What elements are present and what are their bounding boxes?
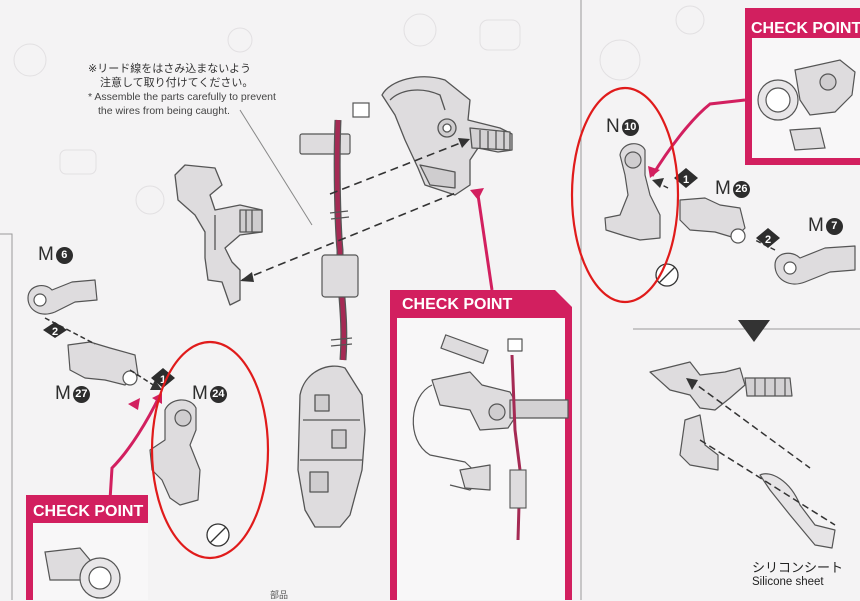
top-right-check-point-title: CHECK POINT <box>751 20 860 37</box>
part-number-badge: 10 <box>621 118 639 136</box>
arrowheads <box>240 138 470 282</box>
part-letter: M <box>192 383 208 404</box>
left-panel-parts <box>27 279 201 506</box>
step-one-marker-top: 1 <box>683 174 689 186</box>
assembly-note: ※リード線をはさみ込まないよう 注意して取り付けてください。 * Assembl… <box>88 62 276 118</box>
part-letter: M <box>715 178 731 199</box>
note-leader-line <box>239 109 313 226</box>
center-check-point-title: CHECK POINT <box>402 296 512 313</box>
right-lower-parts <box>649 361 836 549</box>
hinge-assembly-part <box>381 76 513 196</box>
part-number-badge: 7 <box>825 217 843 235</box>
silicone-sheet-jp: シリコンシート <box>752 561 844 576</box>
top-right-check-point-box: CHECK POINT <box>745 8 860 165</box>
top-right-step-arrows: 1 2 <box>652 168 780 251</box>
no-glue-icon <box>655 263 679 287</box>
part-letter: M <box>808 215 824 236</box>
part-letter: M <box>38 244 54 265</box>
background-pattern <box>13 5 705 215</box>
part-number-badge: 6 <box>55 246 73 264</box>
part-letter: M <box>55 383 71 404</box>
silicone-sheet-en: Silicone sheet <box>752 576 824 588</box>
center-check-point-box: CHECK POINT <box>390 188 572 600</box>
top-right-check-pointer <box>650 98 746 177</box>
down-arrow-icon <box>738 320 770 342</box>
part-number-badge: 27 <box>72 385 90 403</box>
note-jp-line2: 注意して取り付けてください。 <box>100 75 254 89</box>
note-en-line2: the wires from being caught. <box>98 104 230 117</box>
annotation-ellipse-left <box>150 340 270 560</box>
part-number-badge: 24 <box>209 385 227 403</box>
top-right-parts <box>604 143 856 285</box>
annotation-ellipse-top-right <box>570 86 680 304</box>
bottom-left-check-pointer <box>108 394 162 501</box>
right-lower-arrows <box>689 379 836 526</box>
no-glue-icon <box>206 523 230 547</box>
step-two-marker-top: 2 <box>765 234 771 246</box>
assembly-arrows <box>241 139 469 281</box>
footer-fragment: 部品 <box>270 590 289 600</box>
part-number-badge: 26 <box>732 180 750 198</box>
note-jp-line1: ※リード線をはさみ込まないよう <box>88 62 251 75</box>
bracket-part <box>174 164 263 306</box>
part-letter: N <box>606 116 620 137</box>
cylinder-part <box>297 365 366 528</box>
lead-wire-part <box>299 102 370 361</box>
bottom-left-check-point-box: CHECK POINT <box>26 495 148 600</box>
bottom-left-check-point-title: CHECK POINT <box>33 503 143 520</box>
step-two-marker-left: 2 <box>52 326 58 338</box>
step-one-marker-left: 1 <box>160 374 166 386</box>
silicone-sheet-label: シリコンシート Silicone sheet <box>752 557 843 588</box>
note-en-line1: * Assemble the parts carefully to preven… <box>88 91 276 103</box>
red-annotation-ellipses <box>150 86 680 560</box>
